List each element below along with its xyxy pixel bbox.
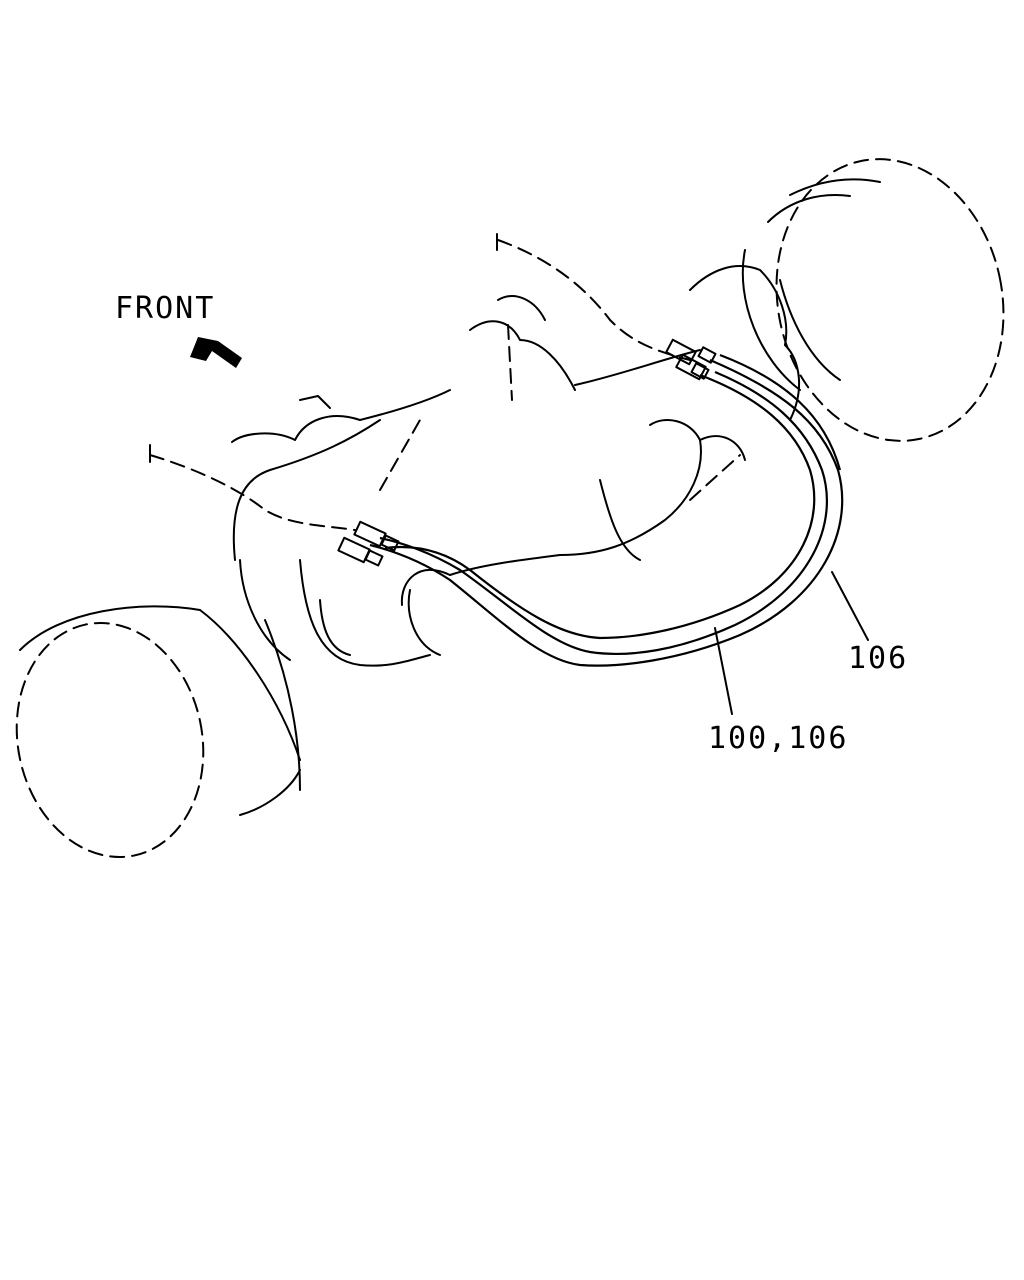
right-pipe-fittings (665, 338, 717, 381)
brake-pipe-assembly (369, 353, 844, 667)
axle-housing (231, 265, 801, 667)
right-brake-drum (741, 158, 1005, 442)
left-brake-drum (15, 605, 301, 858)
callout-100-106: 100,106 (708, 721, 848, 756)
brake-pipe-top (719, 353, 842, 471)
frame-rails (149, 233, 691, 531)
arrow-up-left-icon (190, 337, 242, 368)
callout-leaders (714, 571, 869, 715)
callout-106: 106 (848, 641, 908, 676)
brake-pipe-inner (379, 370, 828, 655)
left-pipe-fittings (337, 520, 400, 567)
front-label: FRONT (115, 291, 215, 326)
brake-pipe-outer (369, 358, 844, 667)
